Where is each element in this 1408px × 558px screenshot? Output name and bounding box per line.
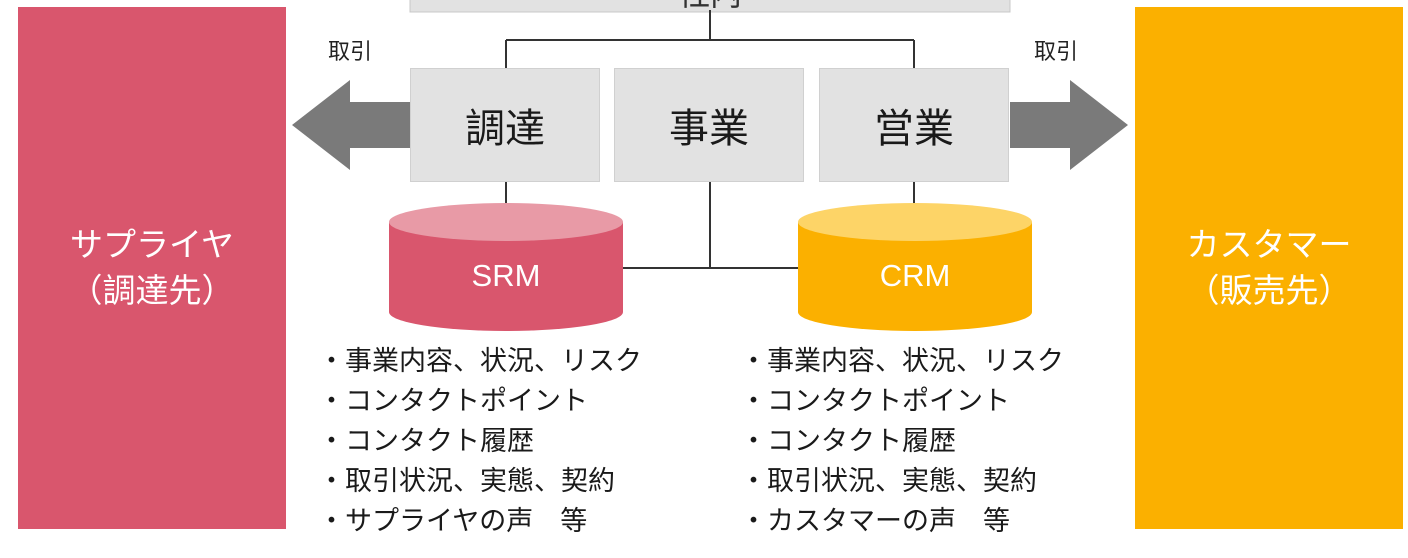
org-tree-lines bbox=[505, 10, 915, 68]
list-item: コンタクト履歴 bbox=[318, 422, 642, 462]
list-item: 事業内容、状況、リスク bbox=[318, 342, 642, 382]
list-item: 取引状況、実態、契約 bbox=[740, 462, 1064, 502]
list-item: コンタクトポイント bbox=[318, 382, 642, 422]
list-item: コンタクトポイント bbox=[740, 382, 1064, 422]
trade-label-right: 取引 bbox=[1034, 40, 1079, 65]
right-trade-arrow bbox=[1010, 80, 1128, 170]
crm-database-icon bbox=[798, 203, 1032, 331]
customer-name: カスタマー bbox=[1186, 225, 1352, 264]
dept-business: 事業 bbox=[614, 68, 804, 182]
srm-info-list: 事業内容、状況、リスク コンタクトポイント コンタクト履歴 取引状況、実態、契約… bbox=[318, 342, 642, 542]
list-item: 事業内容、状況、リスク bbox=[740, 342, 1064, 382]
srm-label: SRM bbox=[471, 258, 541, 293]
dept-sales: 営業 bbox=[819, 68, 1009, 182]
crm-label: CRM bbox=[879, 258, 951, 293]
dept-procurement: 調達 bbox=[410, 68, 600, 182]
list-item: 取引状況、実態、契約 bbox=[318, 462, 642, 502]
customer-sub: （販売先） bbox=[1186, 271, 1352, 310]
crm-info-list: 事業内容、状況、リスク コンタクトポイント コンタクト履歴 取引状況、実態、契約… bbox=[740, 342, 1064, 542]
trade-label-left: 取引 bbox=[328, 40, 373, 65]
left-trade-arrow bbox=[292, 80, 410, 170]
top-partial-box-glyph: 社内 bbox=[678, 0, 742, 13]
list-item: サプライヤの声 等 bbox=[318, 502, 642, 542]
supplier-sub: （調達先） bbox=[69, 271, 235, 310]
supplier-box: サプライヤ （調達先） bbox=[18, 7, 286, 529]
srm-database-icon bbox=[389, 203, 623, 331]
supplier-name: サプライヤ bbox=[69, 225, 234, 264]
customer-box: カスタマー （販売先） bbox=[1135, 7, 1403, 529]
list-item: カスタマーの声 等 bbox=[740, 502, 1064, 542]
list-item: コンタクト履歴 bbox=[740, 422, 1064, 462]
